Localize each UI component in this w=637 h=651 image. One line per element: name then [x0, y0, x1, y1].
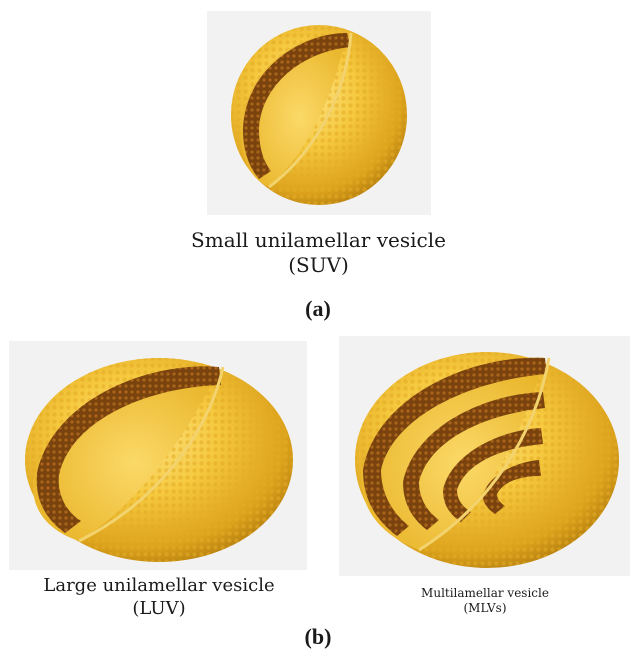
mlv-image-panel [339, 336, 630, 576]
figure-label-a: (a) [268, 296, 368, 322]
luv-caption: Large unilamellar vesicle (LUV) [14, 575, 304, 620]
figure-label-b: (b) [268, 624, 368, 650]
luv-caption-abbrev: (LUV) [14, 598, 304, 621]
suv-image-panel [207, 11, 431, 215]
luv-vesicle-illustration [9, 341, 307, 570]
mlv-caption-name: Multilamellar vesicle [390, 586, 580, 601]
suv-caption-abbrev: (SUV) [150, 253, 487, 278]
suv-caption-name: Small unilamellar vesicle [150, 228, 487, 253]
suv-vesicle-illustration [207, 11, 431, 215]
mlv-vesicle-illustration [339, 336, 630, 576]
suv-caption: Small unilamellar vesicle (SUV) [150, 228, 487, 278]
mlv-caption-abbrev: (MLVs) [390, 601, 580, 616]
luv-caption-name: Large unilamellar vesicle [14, 575, 304, 598]
luv-image-panel [9, 341, 307, 570]
mlv-caption: Multilamellar vesicle (MLVs) [390, 586, 580, 616]
